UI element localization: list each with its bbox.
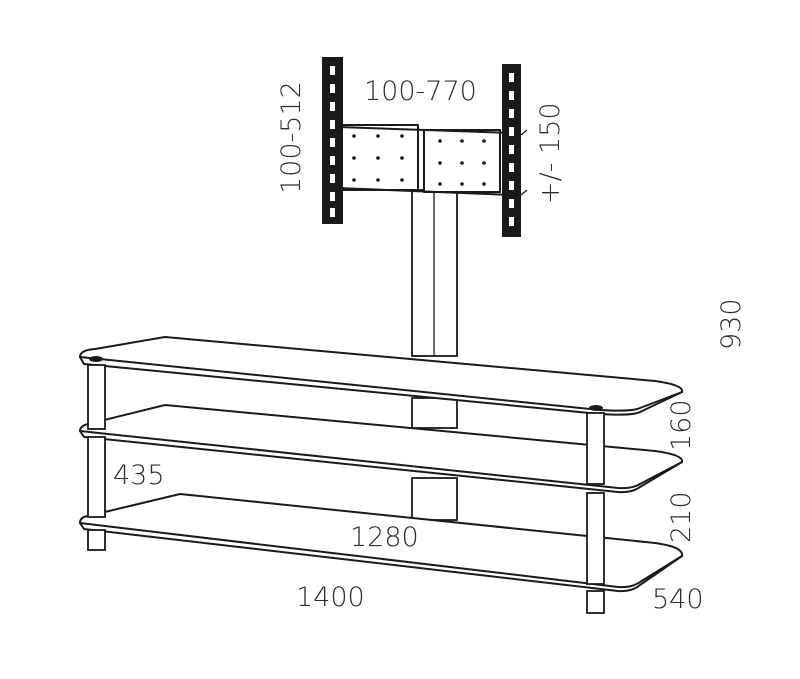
label-inner-width: 1280 [350,522,419,553]
dimension-labels: 100-512 100-770 +/- 150 930 160 210 435 … [113,76,747,615]
legs [87,356,605,614]
leg-cap-left [89,356,103,362]
bracket-screw-holes [352,134,486,186]
label-total-width: 1400 [296,582,365,613]
leg-front-left-foot [87,529,106,551]
mounting-bracket [337,124,513,196]
leg-front-left-upper [87,364,106,430]
column-lower [411,477,458,521]
shelf-bottom [79,493,684,593]
leg-front-right-middle [586,492,605,585]
label-vesa-vertical: 100-512 [276,81,307,194]
shelf-middle [79,404,684,494]
label-depth-left: 435 [113,460,165,491]
label-depth: 540 [652,584,704,615]
leg-front-right-foot [586,590,605,614]
mount-rail-right [502,64,528,237]
label-shelf-gap-lower: 210 [666,491,697,543]
mount-rail-left [322,57,343,224]
label-vesa-horizontal: 100-770 [364,76,477,107]
leg-front-right-upper [586,412,605,485]
leg-cap-right [589,405,603,411]
label-tilt: +/- 150 [535,102,566,204]
column-mid [411,397,458,429]
label-total-height: 930 [716,298,747,350]
label-shelf-gap-upper: 160 [666,399,697,451]
shelf-top [79,336,684,416]
leg-front-left-middle [87,436,106,518]
